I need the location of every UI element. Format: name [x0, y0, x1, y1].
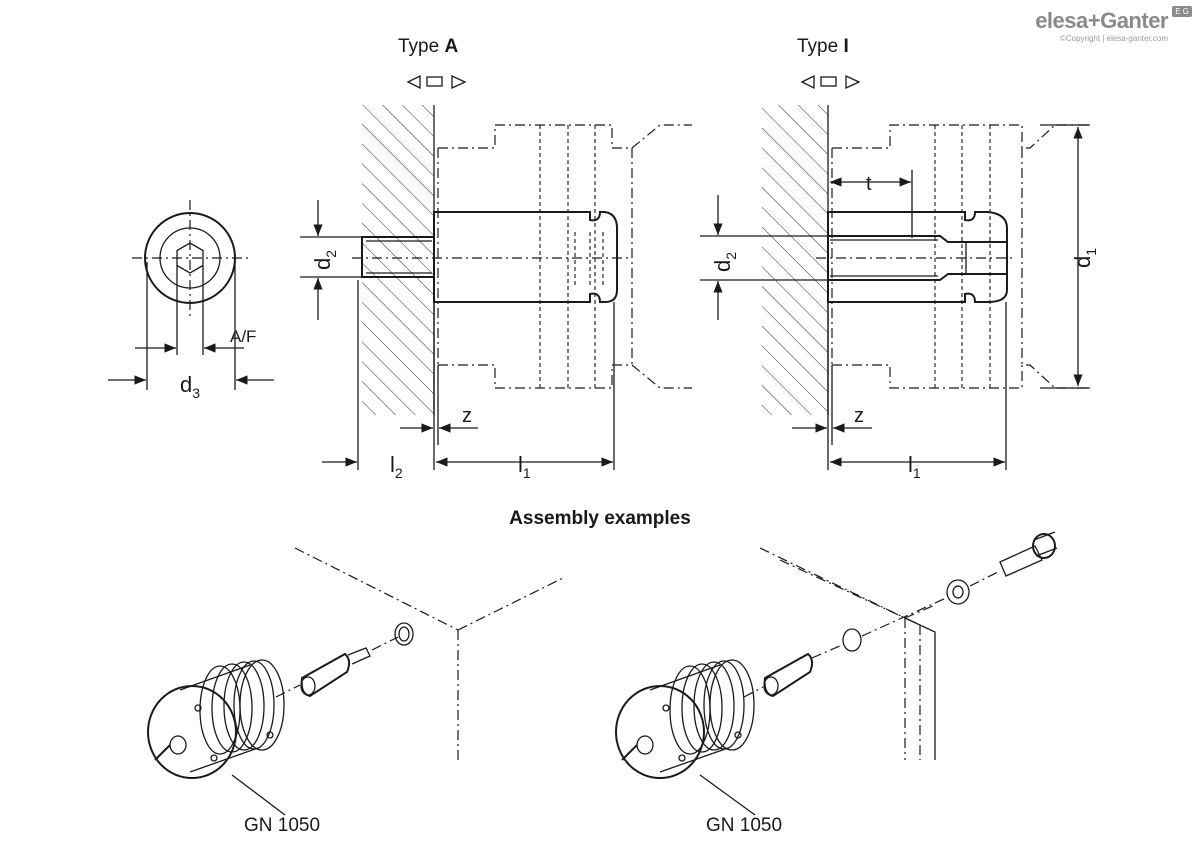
type-i-l1-label: l1: [908, 452, 921, 481]
brand-logo: elesa+Ganter ©Copyright | elesa-ganter.c…: [1035, 6, 1192, 43]
type-a-view-symbol: [406, 74, 467, 90]
type-a-drawing: [352, 105, 692, 415]
brand-badge: E G: [1172, 6, 1192, 17]
assembly-left-part: GN 1050: [244, 815, 320, 836]
type-a-dimensions: [300, 200, 615, 470]
assembly-left: [147, 547, 564, 816]
type-a-title: Type A: [398, 36, 458, 57]
type-a-d2-label: d2: [310, 250, 339, 270]
type-i-z-label: z: [854, 405, 864, 427]
type-a-l1-label: l1: [518, 452, 531, 481]
type-i-t-label: t: [866, 173, 872, 195]
brand-copyright: ©Copyright | elesa-ganter.com: [1059, 34, 1168, 43]
end-view: [108, 200, 274, 390]
encoder-rings-left: [199, 660, 275, 755]
type-i-title: Type I: [797, 36, 849, 57]
type-i-d2-label: d2: [710, 252, 739, 272]
type-i-drawing: [762, 105, 1088, 415]
type-i-d1-label: d1: [1070, 248, 1099, 268]
encoder-rings-right: [669, 660, 745, 755]
af-label: A/F: [230, 327, 256, 346]
assembly-right: [615, 531, 1058, 816]
type-i-dimensions: [700, 124, 1090, 470]
type-i-view-symbol: [800, 74, 861, 90]
brand-name: elesa+Ganter: [1035, 8, 1168, 33]
assembly-right-part: GN 1050: [706, 815, 782, 836]
assembly-title: Assembly examples: [509, 508, 691, 529]
type-a-z-label: z: [462, 405, 472, 427]
d3-label: d3: [180, 372, 200, 401]
type-a-l2-label: l2: [390, 452, 403, 481]
